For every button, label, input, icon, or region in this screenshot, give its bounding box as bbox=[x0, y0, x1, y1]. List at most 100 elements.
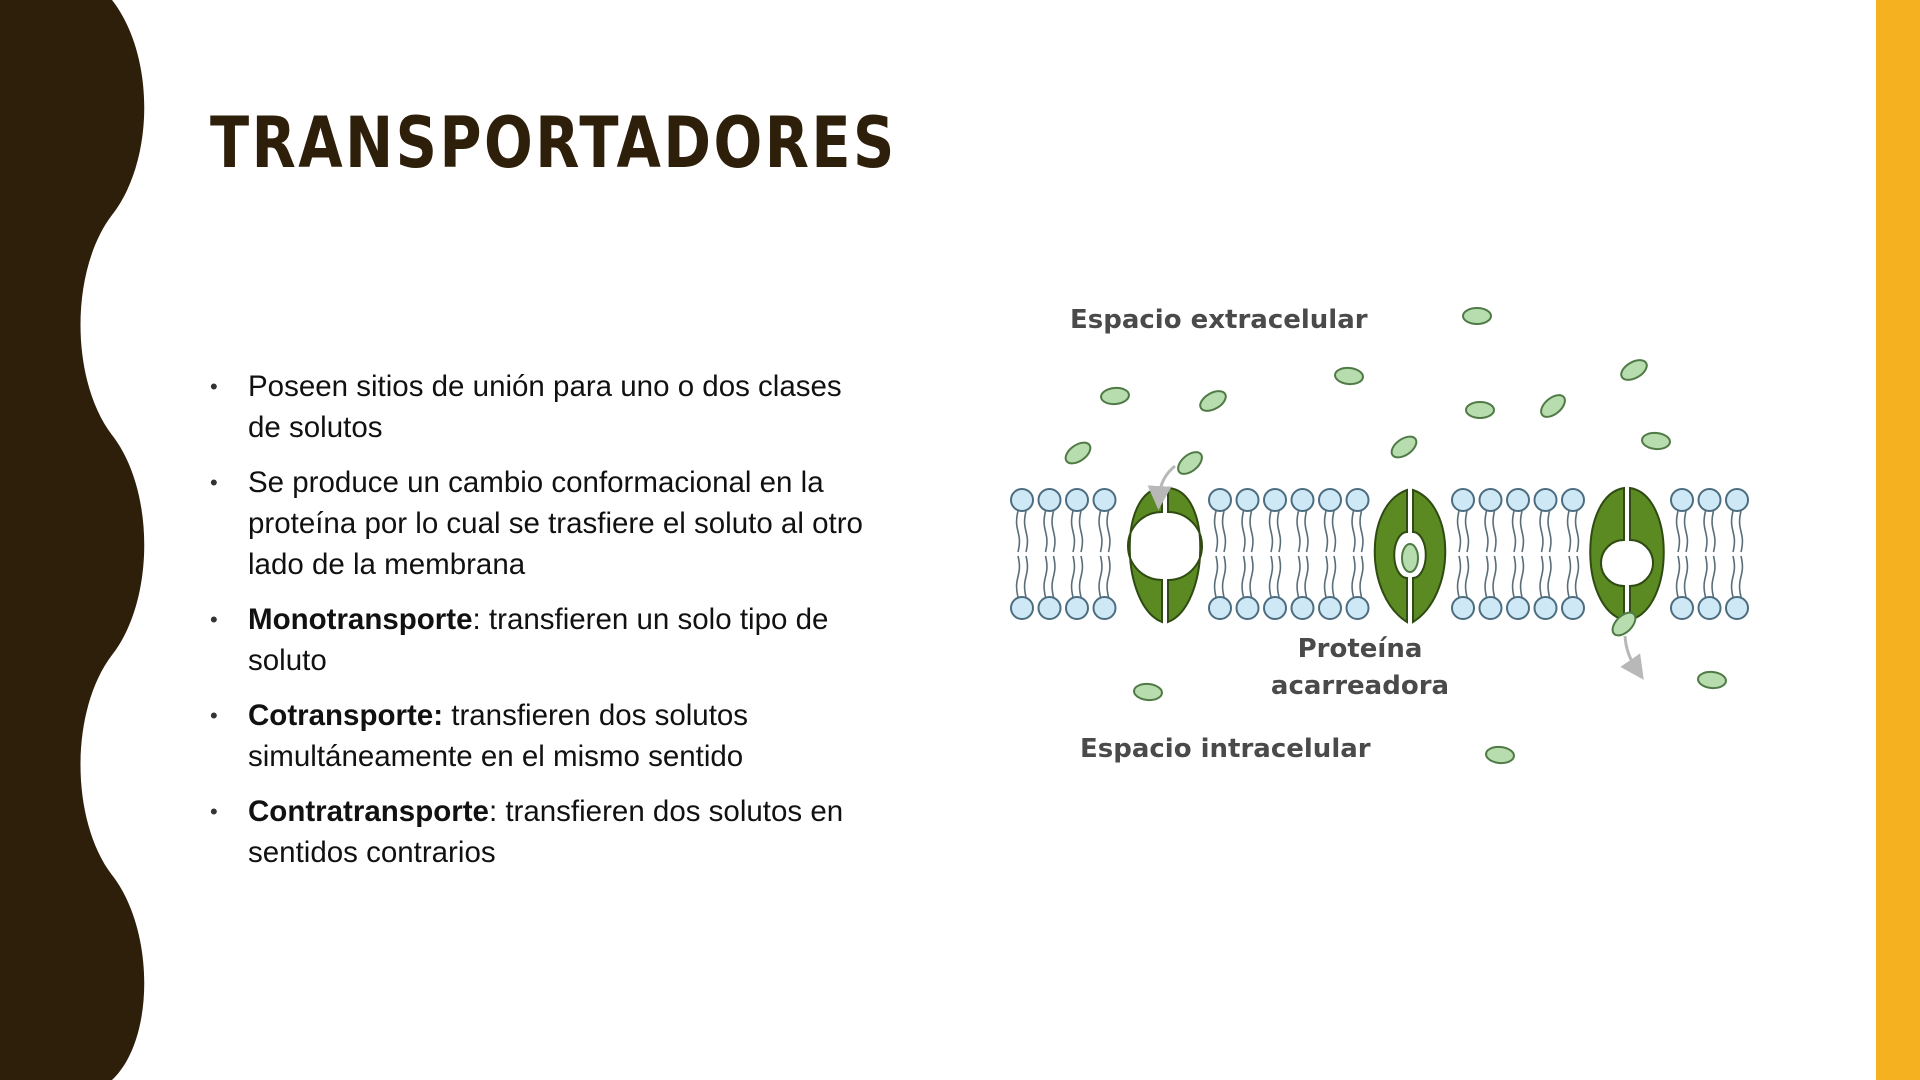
lipid-tail bbox=[1221, 555, 1227, 598]
label-extracellular: Espacio extracelular bbox=[1070, 305, 1368, 335]
lipid-molecule bbox=[1345, 488, 1370, 620]
inflow-arrow bbox=[1147, 464, 1176, 510]
solute-molecule bbox=[1620, 359, 1648, 381]
lipid-head bbox=[1345, 596, 1370, 620]
bullet-item: •Cotransporte: transfieren dos solutos s… bbox=[210, 695, 880, 777]
lipid-tail bbox=[1043, 555, 1048, 598]
lipid-head bbox=[1065, 488, 1089, 512]
lipid-head bbox=[1263, 596, 1287, 620]
lipid-tail bbox=[1464, 555, 1470, 598]
lipid-tail bbox=[1304, 555, 1309, 598]
lipid-tail bbox=[1106, 510, 1111, 553]
lipid-tail bbox=[1730, 510, 1736, 553]
bullet-bold-term: Cotransporte: bbox=[248, 699, 444, 732]
lipid-tail bbox=[1323, 555, 1329, 598]
lipid-tail bbox=[1683, 510, 1689, 553]
bullet-dot: • bbox=[210, 703, 218, 728]
carrier-protein-diagram: Espacio extracelular Proteína acarreador… bbox=[1010, 305, 1749, 765]
lipid-molecule bbox=[1092, 488, 1117, 620]
lipid-tail bbox=[1675, 510, 1681, 553]
bullet-text: Poseen sitios de unión para uno o dos cl… bbox=[248, 370, 842, 444]
lipid-tail bbox=[1276, 555, 1282, 598]
lipid-molecule bbox=[1506, 488, 1530, 620]
lipid-molecule bbox=[1208, 488, 1232, 620]
bullet-bold-term: Contratransporte bbox=[248, 795, 489, 828]
lipid-tail bbox=[1547, 555, 1552, 598]
solute-molecule bbox=[1177, 451, 1203, 475]
lipid-tail bbox=[1511, 555, 1517, 598]
lipid-tail bbox=[1268, 555, 1274, 598]
lipid-tail bbox=[1539, 510, 1544, 553]
lipid-tail bbox=[1323, 510, 1329, 553]
lipid-tail bbox=[1213, 510, 1219, 553]
lipid-tail bbox=[1519, 510, 1525, 553]
lipid-tail bbox=[1023, 510, 1029, 553]
lipid-molecule bbox=[1478, 488, 1503, 620]
protein-half-right bbox=[1167, 486, 1203, 624]
lipid-molecule bbox=[1235, 488, 1260, 620]
lipid-tail bbox=[1738, 555, 1744, 598]
lipid-tail bbox=[1015, 510, 1021, 553]
lipid-tail bbox=[1078, 555, 1084, 598]
lipid-tail bbox=[1519, 555, 1525, 598]
lipid-molecule bbox=[1010, 488, 1034, 620]
bullet-bold-term: Monotransporte bbox=[248, 603, 473, 636]
lipid-molecule bbox=[1065, 488, 1089, 620]
protein-half-left bbox=[1127, 486, 1163, 624]
lipid-tail bbox=[1106, 555, 1111, 598]
lipid-tail bbox=[1484, 510, 1489, 553]
solute-molecule bbox=[1064, 441, 1092, 465]
protein-half-right bbox=[1412, 488, 1447, 624]
solute-molecule bbox=[1540, 394, 1566, 418]
lipid-head bbox=[1092, 596, 1117, 620]
lipid-head bbox=[1451, 488, 1475, 512]
lipid-molecule bbox=[1561, 488, 1585, 620]
lipid-tail bbox=[1547, 510, 1552, 553]
solute-molecule bbox=[1697, 670, 1727, 690]
solute-molecule bbox=[1611, 611, 1637, 637]
lipid-head bbox=[1065, 596, 1089, 620]
lipid-tail bbox=[1296, 555, 1301, 598]
lipid-molecule bbox=[1290, 488, 1315, 620]
lipid-head bbox=[1318, 596, 1342, 620]
lipid-molecule bbox=[1263, 488, 1287, 620]
lipid-head bbox=[1010, 596, 1034, 620]
solute-molecule bbox=[1462, 307, 1492, 325]
solute-molecule bbox=[1133, 682, 1163, 702]
carrier-protein bbox=[1127, 486, 1203, 624]
lipid-tail bbox=[1023, 555, 1029, 598]
bullet-item: •Poseen sitios de unión para uno o dos c… bbox=[210, 366, 880, 448]
bullet-item: •Se produce un cambio conformacional en … bbox=[210, 462, 880, 585]
lipid-head bbox=[1451, 596, 1475, 620]
carrier-protein bbox=[1589, 486, 1665, 622]
bullet-dot: • bbox=[210, 470, 218, 495]
lipid-tail bbox=[1492, 555, 1497, 598]
lipid-tail bbox=[1738, 510, 1744, 553]
lipid-head bbox=[1092, 488, 1117, 512]
lipid-head bbox=[1345, 488, 1370, 512]
solute-molecule bbox=[1334, 366, 1364, 386]
lipid-tail bbox=[1015, 555, 1021, 598]
lipid-head bbox=[1010, 488, 1034, 512]
lipid-tail bbox=[1304, 510, 1309, 553]
lipid-head bbox=[1533, 488, 1558, 512]
lipid-tail bbox=[1359, 510, 1364, 553]
lipid-tail bbox=[1351, 555, 1356, 598]
lipid-tail bbox=[1574, 510, 1580, 553]
lipid-head bbox=[1561, 596, 1585, 620]
lipid-head bbox=[1561, 488, 1585, 512]
label-intracellular: Espacio intracelular bbox=[1080, 734, 1371, 764]
solute-molecule bbox=[1199, 390, 1227, 412]
lipid-head bbox=[1208, 488, 1232, 512]
lipid-tail bbox=[1213, 555, 1219, 598]
lipid-bilayer bbox=[1010, 488, 1749, 620]
lipid-tail bbox=[1456, 555, 1462, 598]
bullet-dot: • bbox=[210, 799, 218, 824]
lipid-molecule bbox=[1318, 488, 1342, 620]
lipid-molecule bbox=[1037, 488, 1062, 620]
protein-half-left bbox=[1373, 488, 1408, 624]
lipid-tail bbox=[1566, 555, 1572, 598]
lipid-tail bbox=[1464, 510, 1470, 553]
transport-arrows bbox=[1147, 464, 1644, 680]
solute-molecule bbox=[1401, 543, 1419, 573]
